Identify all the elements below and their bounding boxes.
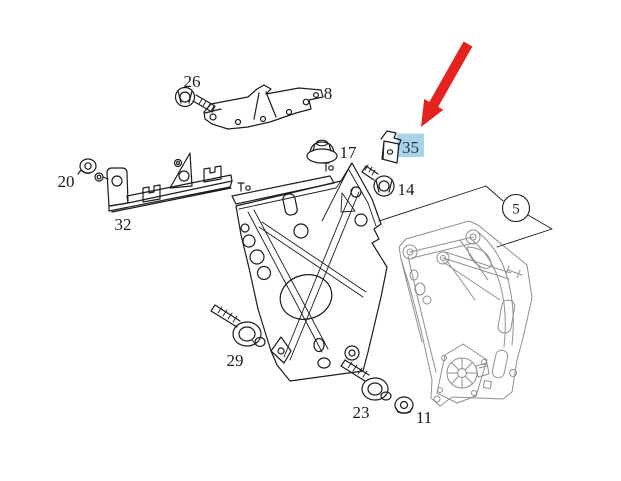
part-35-clip (380, 130, 402, 164)
part-29-bolt (210, 304, 266, 348)
part-label-26[interactable]: 26 (184, 72, 201, 91)
part-14-bolt (361, 164, 395, 197)
main-bracket (231, 162, 388, 382)
part-label-32[interactable]: 32 (115, 215, 132, 234)
highlight-box (397, 133, 424, 157)
part-label-29[interactable]: 29 (227, 351, 244, 370)
part-label-17[interactable]: 17 (340, 143, 358, 162)
part-17-nut (306, 139, 338, 164)
part-label-23[interactable]: 23 (353, 403, 370, 422)
part-label-11[interactable]: 11 (416, 408, 432, 427)
part-23-bolt (340, 359, 392, 401)
pointer-arrow (421, 41, 473, 127)
part-labels: 26 8 20 32 17 35 14 29 23 11 (58, 72, 433, 427)
part-label-20[interactable]: 20 (58, 172, 75, 191)
part-label-5[interactable]: 5 (512, 202, 520, 218)
part-label-8[interactable]: 8 (324, 84, 333, 103)
part-26-bolt (174, 86, 216, 113)
part-5-window-regulator (398, 220, 533, 407)
balloon-5[interactable]: 5 (501, 193, 531, 223)
part-11-nut (394, 396, 414, 414)
part-8-bracket (203, 84, 324, 130)
part-20-nut (77, 158, 97, 175)
part-label-14[interactable]: 14 (398, 180, 416, 199)
part-32-bracket-rail (94, 152, 233, 213)
part-label-35[interactable]: 35 (402, 138, 419, 157)
